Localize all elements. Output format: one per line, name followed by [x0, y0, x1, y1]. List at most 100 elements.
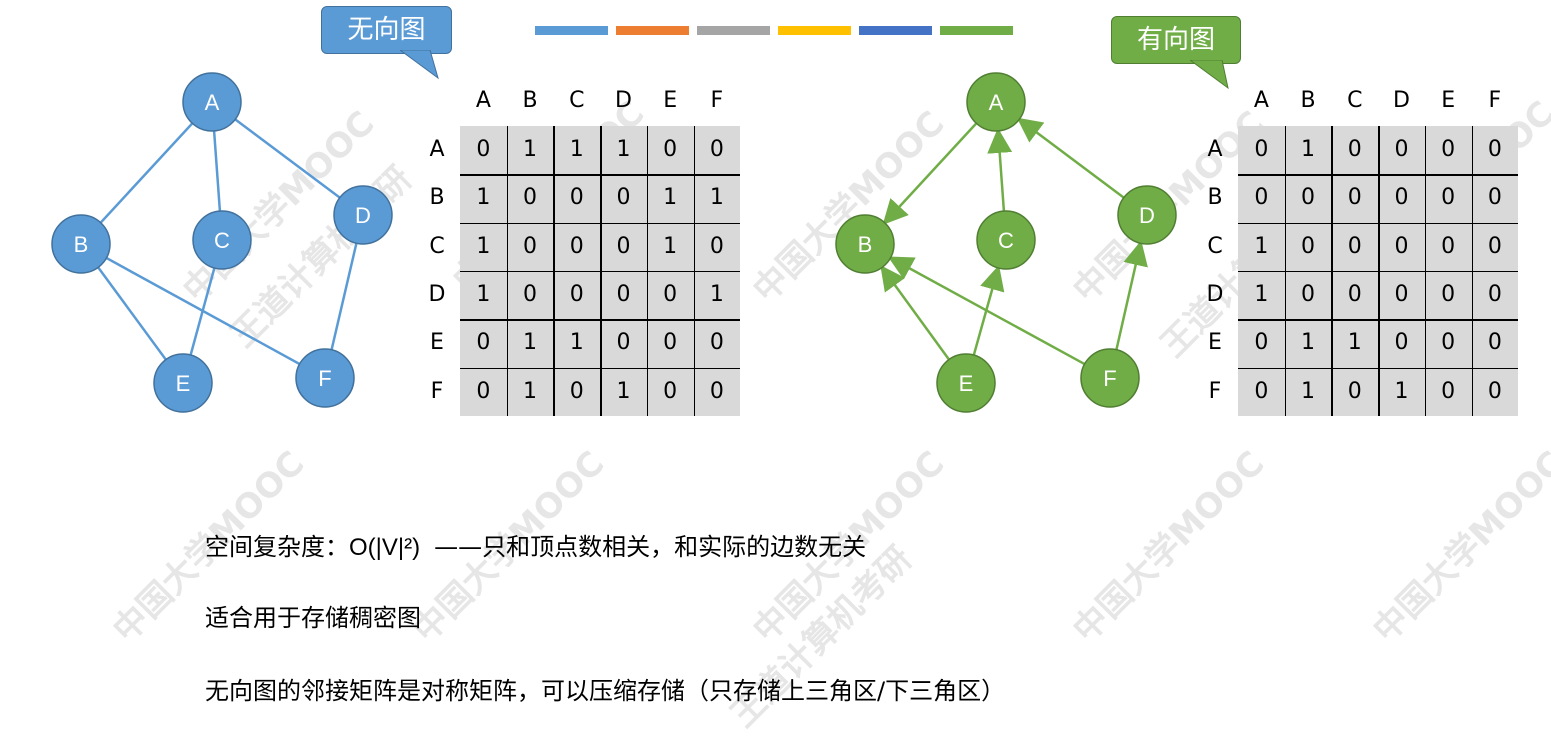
- matrix-cell: 0: [1487, 137, 1502, 162]
- svg-text:C: C: [214, 228, 230, 253]
- undirected-graph-callout: 无向图: [321, 6, 452, 54]
- matrix-cell: 0: [476, 137, 491, 162]
- matrix-column-header: C: [1347, 88, 1363, 113]
- svg-text:E: E: [176, 371, 191, 396]
- matrix-column-header: D: [614, 88, 632, 113]
- directed-callout-tail: [1190, 60, 1229, 90]
- graph-node-F: F: [1080, 348, 1140, 408]
- matrix-cell: 0: [476, 378, 491, 404]
- graph-node-B: B: [51, 214, 111, 274]
- matrix-cell: 0: [1441, 281, 1456, 307]
- matrix-cell: 0: [569, 281, 584, 307]
- matrix-cell: 1: [1347, 330, 1362, 356]
- svg-text:A: A: [205, 90, 220, 115]
- matrix-column-header: B: [522, 88, 538, 113]
- matrix-row-header: B: [1207, 185, 1223, 211]
- matrix-column-header: E: [663, 88, 678, 113]
- matrix-cell: 1: [663, 233, 678, 259]
- matrix-cell: 0: [1441, 330, 1456, 356]
- matrix-cell: 1: [523, 137, 538, 162]
- matrix-row-header: F: [1208, 378, 1222, 404]
- matrix-row-header: D: [428, 282, 446, 308]
- matrix-cell: 0: [523, 233, 538, 259]
- matrix-row-header: B: [429, 185, 445, 211]
- matrix-cell: 0: [616, 185, 631, 211]
- undirected-graph: A B C D E F: [51, 72, 393, 413]
- graph-node-D: D: [333, 185, 393, 245]
- matrix-column-header: C: [569, 88, 585, 113]
- graph-node-C: C: [976, 210, 1036, 270]
- matrix-row-divider: [460, 222, 741, 225]
- matrix-row-divider: [460, 174, 741, 176]
- matrix-row-header: C: [1207, 233, 1223, 259]
- watermark-text: 中国大学MOOC: [1365, 443, 1551, 651]
- matrix-cell: 0: [1347, 378, 1362, 404]
- graph-edge-A-D: [211, 100, 364, 217]
- matrix-cell: 0: [1301, 233, 1316, 259]
- matrix-cell: 0: [1347, 137, 1362, 162]
- matrix-row-header: A: [1207, 137, 1223, 163]
- svg-text:B: B: [74, 232, 89, 257]
- matrix-cell: 0: [1394, 233, 1409, 259]
- space-complexity-formula: O(|V|²): [349, 534, 421, 561]
- matrix-cell: 1: [1254, 281, 1269, 307]
- matrix-cell: 0: [663, 378, 678, 404]
- matrix-cell: 0: [1347, 281, 1362, 307]
- graph-edge-E-C: [972, 265, 1005, 356]
- matrix-row-divider: [1238, 270, 1519, 273]
- svg-text:F: F: [318, 366, 331, 391]
- undirected-callout-tail: [400, 50, 439, 80]
- matrix-cell: 1: [616, 378, 631, 404]
- matrix-row-divider: [1238, 319, 1519, 321]
- matrix-cell: 1: [476, 233, 491, 259]
- matrix-column-header: E: [1441, 88, 1456, 113]
- matrix-row-header: A: [429, 137, 445, 163]
- graph-node-D: D: [1117, 185, 1177, 245]
- matrix-cell: 0: [709, 378, 724, 404]
- matrix-cell: 0: [1347, 185, 1362, 211]
- matrix-cell: 1: [709, 185, 724, 211]
- matrix-column-header: F: [710, 88, 724, 113]
- matrix-cell: 0: [1487, 330, 1502, 356]
- matrix-cell: 0: [1441, 378, 1456, 404]
- graph-node-A: A: [966, 72, 1026, 132]
- matrix-row-divider: [1238, 367, 1519, 369]
- graph-node-F: F: [295, 348, 355, 408]
- color-bar-segment: [940, 26, 1013, 35]
- graph-node-E: E: [936, 353, 996, 413]
- graph-node-C: C: [192, 210, 252, 270]
- svg-text:D: D: [355, 203, 371, 228]
- svg-text:B: B: [858, 232, 873, 257]
- matrix-cell: 0: [616, 233, 631, 259]
- matrix-cell: 0: [616, 330, 631, 356]
- matrix-row-divider: [460, 270, 741, 273]
- matrix-cell: 0: [1394, 281, 1409, 307]
- matrix-cell: 1: [476, 185, 491, 211]
- color-bar-segment: [535, 26, 608, 35]
- matrix-cell: 0: [1487, 281, 1502, 307]
- matrix-cell: 1: [663, 185, 678, 211]
- matrix-row-divider: [1238, 174, 1519, 176]
- space-complexity-line: 空间复杂度：O(|V|²)——只和顶点数相关，和实际的边数无关: [205, 527, 866, 562]
- matrix-cell: 0: [709, 233, 724, 259]
- directed-graph-callout: 有向图: [1111, 16, 1241, 64]
- matrix-column-header: A: [475, 88, 491, 113]
- matrix-cell: 1: [1301, 378, 1316, 404]
- graph-node-B: B: [835, 214, 895, 274]
- space-complexity-label: 空间复杂度：: [205, 533, 349, 561]
- matrix-cell: 0: [663, 281, 678, 307]
- matrix-cell: 1: [476, 281, 491, 307]
- matrix-cell: 0: [1254, 378, 1269, 404]
- color-bar-segment: [778, 26, 851, 35]
- color-bar-segment: [697, 26, 770, 35]
- graph-edge-A-B: [882, 122, 978, 225]
- svg-text:F: F: [1103, 366, 1116, 391]
- matrix-cell: 0: [1394, 185, 1409, 211]
- matrix-cell: 1: [616, 137, 631, 162]
- matrix-column-header: D: [1392, 88, 1410, 113]
- graph-edge-F-B: [887, 256, 1086, 366]
- matrix-row-header: F: [430, 378, 444, 404]
- matrix-cell: 1: [569, 137, 584, 162]
- svg-text:E: E: [959, 371, 974, 396]
